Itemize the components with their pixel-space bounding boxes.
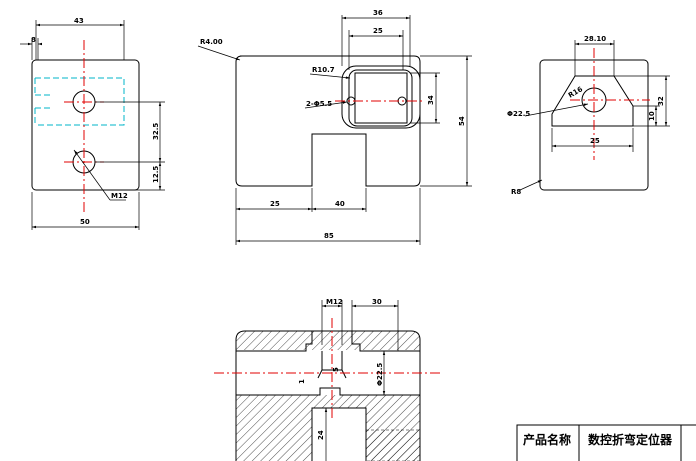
dim-24: 24 [317, 430, 325, 440]
dim-m12-section: M12 [326, 298, 343, 306]
dim-25-right: 25 [590, 137, 600, 145]
section-bore-top [236, 331, 420, 352]
section-view: M12 30 1 5 Φ22.5 24 [214, 298, 440, 461]
label-r10-7: R10.7 [312, 66, 335, 74]
label-m12-left: M12 [111, 192, 128, 200]
dim-10: 10 [648, 111, 656, 121]
title-block-frame [516, 424, 696, 461]
product-name: 数控折弯定位器 [588, 432, 673, 447]
label-r16: R16 [567, 85, 584, 100]
section-thread-bottom [365, 429, 421, 461]
dim-25-top: 25 [373, 27, 383, 35]
title-block: 产品名称 数控折弯定位器 [516, 424, 696, 461]
dim-54: 54 [458, 116, 466, 126]
dim-1: 1 [298, 379, 306, 384]
dim-34: 34 [427, 95, 435, 105]
dim-5: 5 [332, 367, 340, 372]
label-2-phi5-5: 2-Φ5.5 [306, 100, 332, 108]
right-view-pocket [551, 75, 634, 127]
dim-32-5: 32.5 [152, 123, 160, 140]
dim-28-10: 28.10 [584, 35, 606, 43]
title-label: 产品名称 [523, 432, 571, 447]
dim-85: 85 [324, 232, 334, 240]
label-r4: R4.00 [200, 38, 223, 46]
dim-43: 43 [74, 17, 84, 25]
dim-phi22-5-section: Φ22.5 [376, 363, 384, 386]
front-view-boss-inner [354, 72, 408, 124]
front-view: 36 25 54 34 25 40 85 R4.00 R10.7 2-Φ5.5 [197, 9, 472, 245]
dim-36: 36 [373, 9, 383, 17]
label-phi22-5-right: Φ22.5 [507, 110, 530, 118]
dim-25-bottom: 25 [270, 200, 280, 208]
left-view: 43 8 50 32.5 12.5 M12 [20, 17, 165, 230]
front-view-boss-outer [341, 65, 421, 129]
dim-30: 30 [372, 298, 382, 306]
dim-40: 40 [335, 200, 345, 208]
section-thread [317, 351, 347, 379]
front-view-boss-mid [348, 69, 413, 127]
dim-8: 8 [31, 36, 36, 44]
right-view-outline [539, 59, 649, 191]
dim-12-5: 12.5 [152, 166, 160, 183]
label-r8: R8 [511, 188, 521, 196]
dim-32: 32 [657, 96, 665, 106]
left-view-outline [31, 59, 140, 191]
left-view-hidden-lines [34, 77, 125, 126]
right-view: 28.10 32 10 25 R16 Φ22.5 R8 [507, 35, 670, 196]
section-hatch [236, 331, 420, 461]
dim-50: 50 [80, 218, 90, 226]
section-bore-bottom [236, 387, 420, 396]
